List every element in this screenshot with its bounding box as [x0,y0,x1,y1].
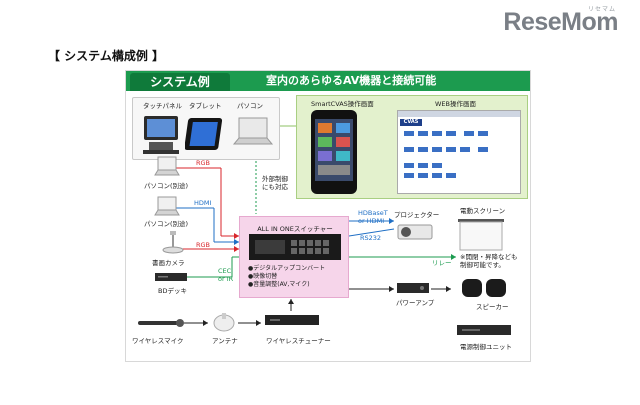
laptop-input-1-label: パソコン(別途) [144,182,189,190]
control-screens-panel: SmartCVAS操作画面 WEB操作画面 CVAS [296,95,528,199]
screen-control-note: ※開閉・昇降なども 制御可能です。 [460,253,518,269]
tablet-label: タブレット [189,102,222,110]
rs232-signal: RS232 [360,234,382,242]
bd-deck-label: BDデッキ [158,287,187,295]
app-screen [315,119,353,181]
web-browser-window: CVAS [397,110,521,194]
logo-text: ReseMom [503,8,618,36]
touch-panel-icon [143,116,179,154]
resemom-logo: ReseMom リセマム [503,7,618,37]
rs232-line [348,228,395,237]
switcher-features: ●デジタルアップコンバート ●映像切替 ●音量調整(AV,マイク) [248,265,325,289]
motorized-screen-icon [458,219,504,251]
power-amp-label: パワーアンプ [396,299,435,307]
projector-icon [397,224,433,240]
app-screen-label: SmartCVAS操作画面 [311,100,374,108]
diagram-banner-text: 室内のあらゆるAV機器と接続可能 [266,74,437,87]
switcher-title: ALL IN ONEスイッチャー [257,225,333,233]
laptop-input-1-icon [154,156,180,176]
rgb-signal-1: RGB [196,159,211,167]
external-control-label: 外部制御 にも対応 [262,175,288,191]
laptop-icon [232,117,274,145]
document-camera-icon [162,231,184,254]
cec-ir-signal: CEC or IR [218,267,234,283]
antenna-icon [213,313,235,332]
tablet-icon [185,118,223,150]
feature-upconvert: ●デジタルアップコンバート [248,265,326,272]
app-buttons [318,123,350,175]
bd-deck-icon [155,273,187,281]
wireless-tuner-icon [265,315,319,325]
diagram-banner: システム例 室内のあらゆるAV機器と接続可能 [126,71,530,91]
system-diagram: システム例 室内のあらゆるAV機器と接続可能 [125,70,531,362]
power-control-unit-icon [457,325,511,335]
web-control-buttons [404,131,488,178]
power-control-unit-label: 電源制御ユニット [460,343,512,351]
cvas-logo: CVAS [400,119,422,126]
document-camera-label: 書画カメラ [152,259,185,267]
touch-panel-label: タッチパネル [143,102,182,110]
feature-video-switch: ●映像切替 [248,273,278,280]
feature-volume: ●音量調整(AV,マイク) [248,281,310,288]
all-in-one-switcher: ALL IN ONEスイッチャー ●デジタルアップコンバート ●映像切替 ●音量… [239,216,349,298]
logo-ruby: リセマム [587,7,616,13]
projector-label: プロジェクター [394,211,440,219]
wireless-mic-icon [138,319,184,327]
laptop-label: パソコン [237,102,263,110]
relay-signal: リレー [432,259,452,267]
wireless-mic-label: ワイヤレスマイク [132,337,184,345]
speaker-label: スピーカー [476,303,509,311]
browser-toolbar [398,111,520,117]
switcher-device-icon [249,234,341,260]
laptop-input-2-icon [154,196,180,216]
web-screen-label: WEB操作画面 [435,100,476,108]
speaker-icon [462,279,506,297]
diagram-tab: システム例 [130,73,230,91]
antenna-label: アンテナ [212,337,238,345]
wireless-tuner-label: ワイヤレスチューナー [266,337,331,345]
page-heading: 【 システム構成例 】 [48,49,164,63]
hdmi-signal: HDMI [194,199,212,207]
control-devices-panel: タッチパネル タブレット パソコン [132,97,280,160]
motorized-screen-label: 電動スクリーン [460,207,506,215]
connection-lines [176,125,456,326]
rgb-signal-2: RGB [196,241,211,249]
laptop-input-2-label: パソコン(別途) [144,220,189,228]
power-amp-icon [397,283,429,293]
smartphone-icon [311,110,357,194]
hdbaset-signal: HDBaseT or HDMI [358,209,388,225]
